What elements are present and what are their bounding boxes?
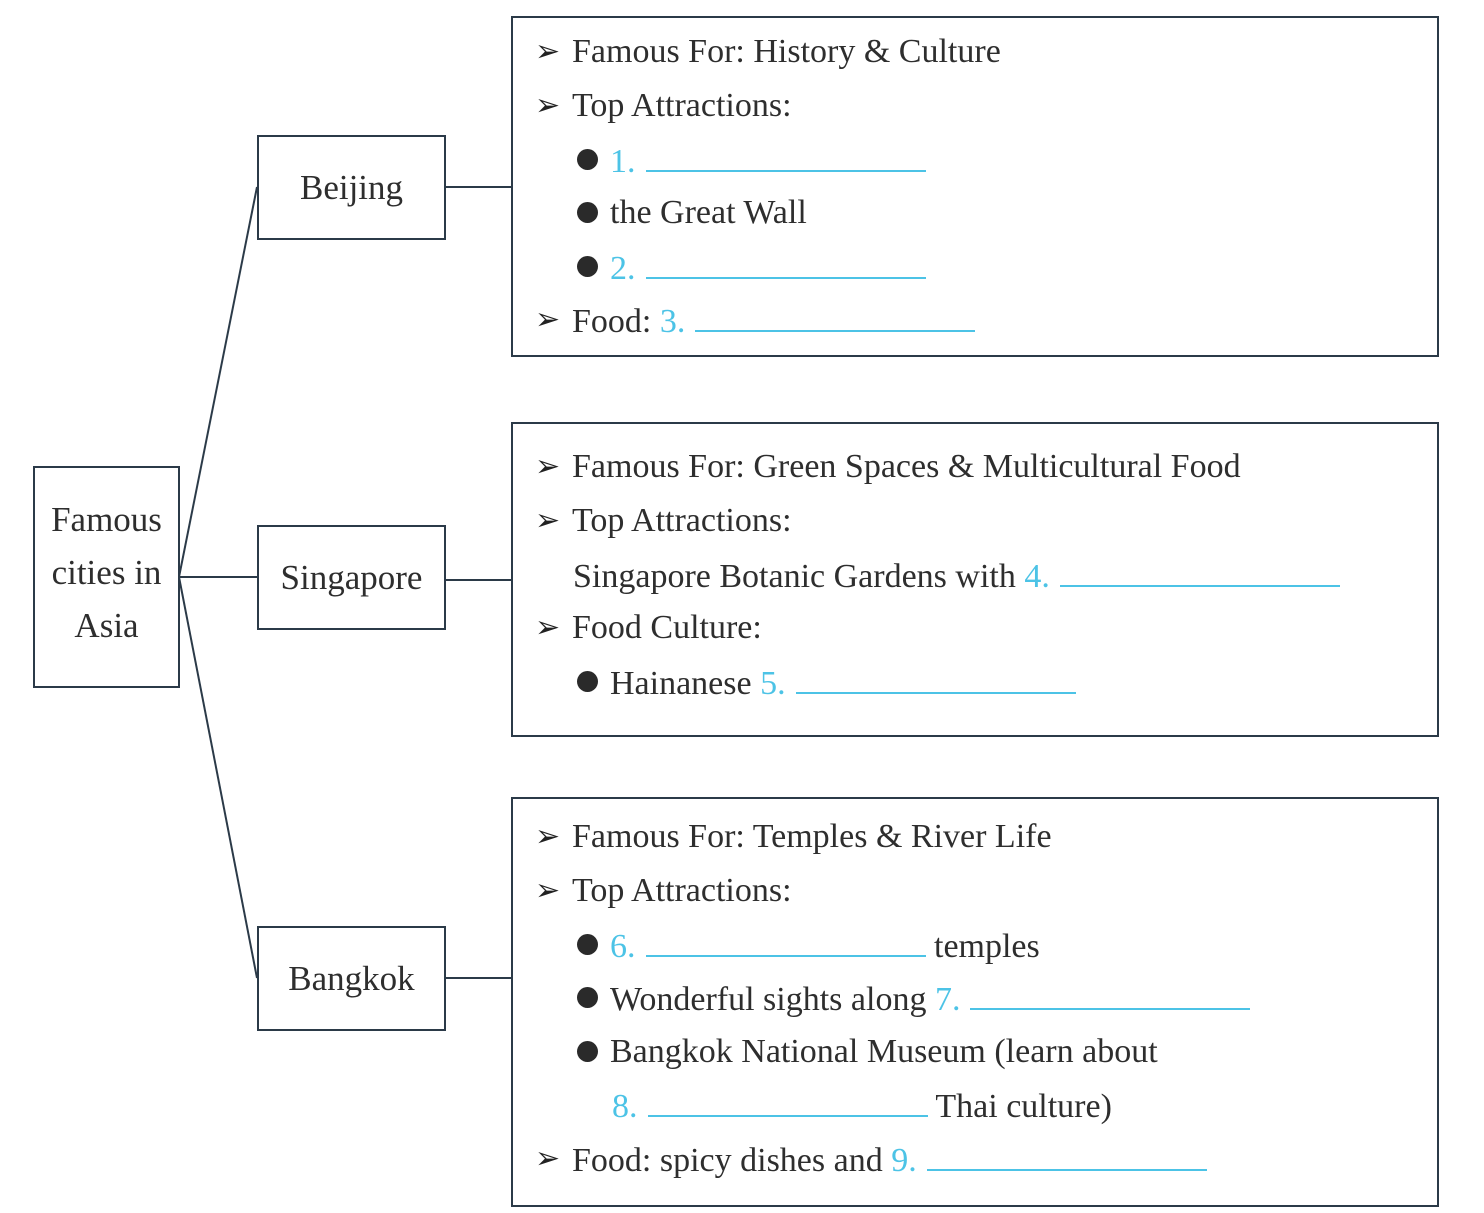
answer-blank[interactable]	[1059, 555, 1340, 587]
blank-number: 5.	[760, 665, 786, 702]
detail-row: Wonderful sights along 7.	[610, 978, 1251, 1018]
detail-text: Thai culture)	[927, 1088, 1112, 1125]
detail-text: Food:	[572, 303, 660, 340]
arrow-bullet-icon: ➢	[535, 504, 561, 537]
detail-text: Food Culture:	[572, 609, 762, 646]
detail-text: Wonderful sights along	[610, 981, 935, 1018]
detail-row: 6. temples	[610, 925, 1040, 965]
city-node-beijing: Beijing	[257, 135, 446, 240]
detail-text: Famous For: Green Spaces & Multicultural…	[572, 448, 1241, 485]
detail-row: Top Attractions:	[572, 501, 792, 541]
dot-bullet-icon	[577, 256, 598, 277]
detail-row: 1.	[610, 140, 926, 180]
answer-blank[interactable]	[645, 140, 926, 172]
detail-row: Singapore Botanic Gardens with 4.	[573, 555, 1340, 595]
detail-box-bangkok	[511, 797, 1439, 1207]
city-name: Beijing	[299, 168, 404, 207]
detail-row: Food Culture:	[572, 608, 762, 648]
arrow-bullet-icon: ➢	[535, 820, 561, 853]
detail-row: Famous For: Temples & River Life	[572, 817, 1052, 857]
blank-number: 6.	[610, 928, 636, 965]
root-line: Asia	[74, 606, 139, 645]
detail-row: Famous For: History & Culture	[572, 32, 1001, 72]
detail-row: the Great Wall	[610, 193, 807, 233]
dot-bullet-icon	[577, 202, 598, 223]
detail-text: Top Attractions:	[572, 872, 792, 909]
answer-blank[interactable]	[695, 300, 976, 332]
dot-bullet-icon	[577, 149, 598, 170]
detail-row: Top Attractions:	[572, 871, 792, 911]
root-node: Famous cities in Asia	[33, 466, 180, 688]
answer-blank[interactable]	[645, 247, 926, 279]
answer-blank[interactable]	[795, 662, 1076, 694]
detail-text: Food: spicy dishes and	[572, 1142, 892, 1179]
detail-text: Bangkok National Museum (learn about	[610, 1033, 1158, 1070]
blank-number: 1.	[610, 143, 636, 180]
detail-row: 8. Thai culture)	[612, 1085, 1112, 1125]
answer-blank[interactable]	[645, 925, 926, 957]
detail-row: Famous For: Green Spaces & Multicultural…	[572, 447, 1241, 487]
arrow-bullet-icon: ➢	[535, 35, 561, 68]
blank-number: 3.	[659, 303, 686, 340]
blank-number: 2.	[610, 250, 636, 287]
detail-text: temples	[925, 928, 1040, 965]
dot-bullet-icon	[577, 1041, 598, 1062]
detail-text: Top Attractions:	[572, 502, 792, 539]
detail-text: Top Attractions:	[572, 87, 792, 124]
dot-bullet-icon	[577, 934, 598, 955]
detail-text: Famous For: History & Culture	[572, 33, 1001, 70]
blank-number: 7.	[934, 981, 961, 1018]
city-name: Singapore	[280, 558, 423, 597]
answer-blank[interactable]	[970, 978, 1251, 1010]
arrow-bullet-icon: ➢	[535, 89, 561, 122]
blank-number: 4.	[1024, 558, 1050, 595]
detail-text: Singapore Botanic Gardens with	[573, 558, 1025, 595]
city-node-bangkok: Bangkok	[257, 926, 446, 1031]
detail-text: the Great Wall	[610, 194, 807, 231]
detail-row: Food: spicy dishes and 9.	[572, 1139, 1207, 1179]
arrow-bullet-icon: ➢	[535, 874, 561, 907]
detail-box-singapore	[511, 422, 1439, 737]
arrow-bullet-icon: ➢	[535, 1142, 561, 1175]
blank-number: 8.	[612, 1088, 638, 1125]
detail-row: 2.	[610, 247, 926, 287]
dot-bullet-icon	[577, 987, 598, 1008]
detail-text: Famous For: Temples & River Life	[572, 818, 1052, 855]
detail-box-beijing	[511, 16, 1439, 357]
arrow-bullet-icon: ➢	[535, 303, 561, 336]
detail-text: Hainanese	[610, 665, 761, 702]
detail-row: Top Attractions:	[572, 86, 792, 126]
dot-bullet-icon	[577, 671, 598, 692]
city-name: Bangkok	[288, 959, 415, 998]
city-node-singapore: Singapore	[257, 525, 446, 630]
detail-row: Food: 3.	[572, 300, 976, 340]
root-line: cities in	[51, 553, 162, 592]
root-line: Famous	[51, 500, 162, 539]
arrow-bullet-icon: ➢	[535, 450, 561, 483]
answer-blank[interactable]	[647, 1085, 928, 1117]
detail-row: Bangkok National Museum (learn about	[610, 1032, 1158, 1072]
answer-blank[interactable]	[926, 1139, 1207, 1171]
detail-row: Hainanese 5.	[610, 662, 1076, 702]
blank-number: 9.	[891, 1142, 917, 1179]
arrow-bullet-icon: ➢	[535, 611, 561, 644]
